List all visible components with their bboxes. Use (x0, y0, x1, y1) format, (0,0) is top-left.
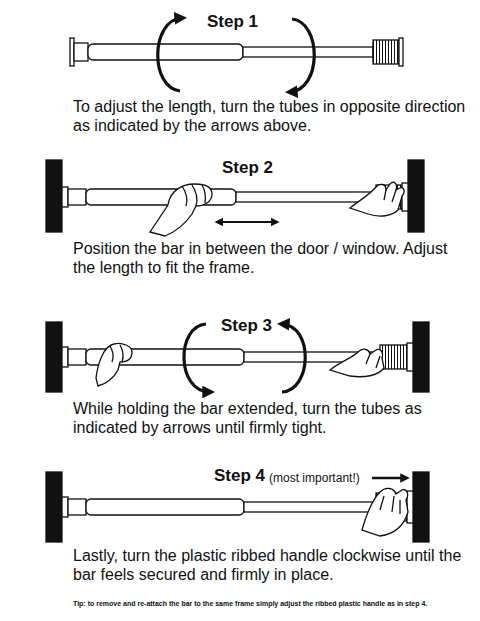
hand (150, 184, 212, 236)
instruction-text: While holding the bar extended, turn the… (73, 399, 468, 437)
step-heading: Step 1 (207, 12, 258, 32)
tension-rod (70, 38, 403, 66)
tension-rod (62, 491, 413, 523)
instruction-text: Lastly, turn the plastic ribbed handle c… (73, 546, 468, 584)
hand (330, 349, 384, 377)
direction-arrow (372, 477, 406, 479)
instruction-text: Position the bar in between the door / w… (73, 239, 468, 277)
hand (350, 182, 404, 216)
step-heading: Step 3 (221, 316, 272, 336)
emphasis-note: (most important!) (269, 471, 360, 485)
hand (362, 488, 408, 536)
hand (96, 343, 132, 386)
instruction-text: To adjust the length, turn the tubes in … (73, 97, 468, 135)
step-heading: Step 4 (214, 466, 265, 486)
tip-note: Tip: to remove and re-attach the bar to … (73, 599, 476, 608)
slide-arrow (218, 221, 276, 223)
step-heading: Step 2 (222, 158, 273, 178)
